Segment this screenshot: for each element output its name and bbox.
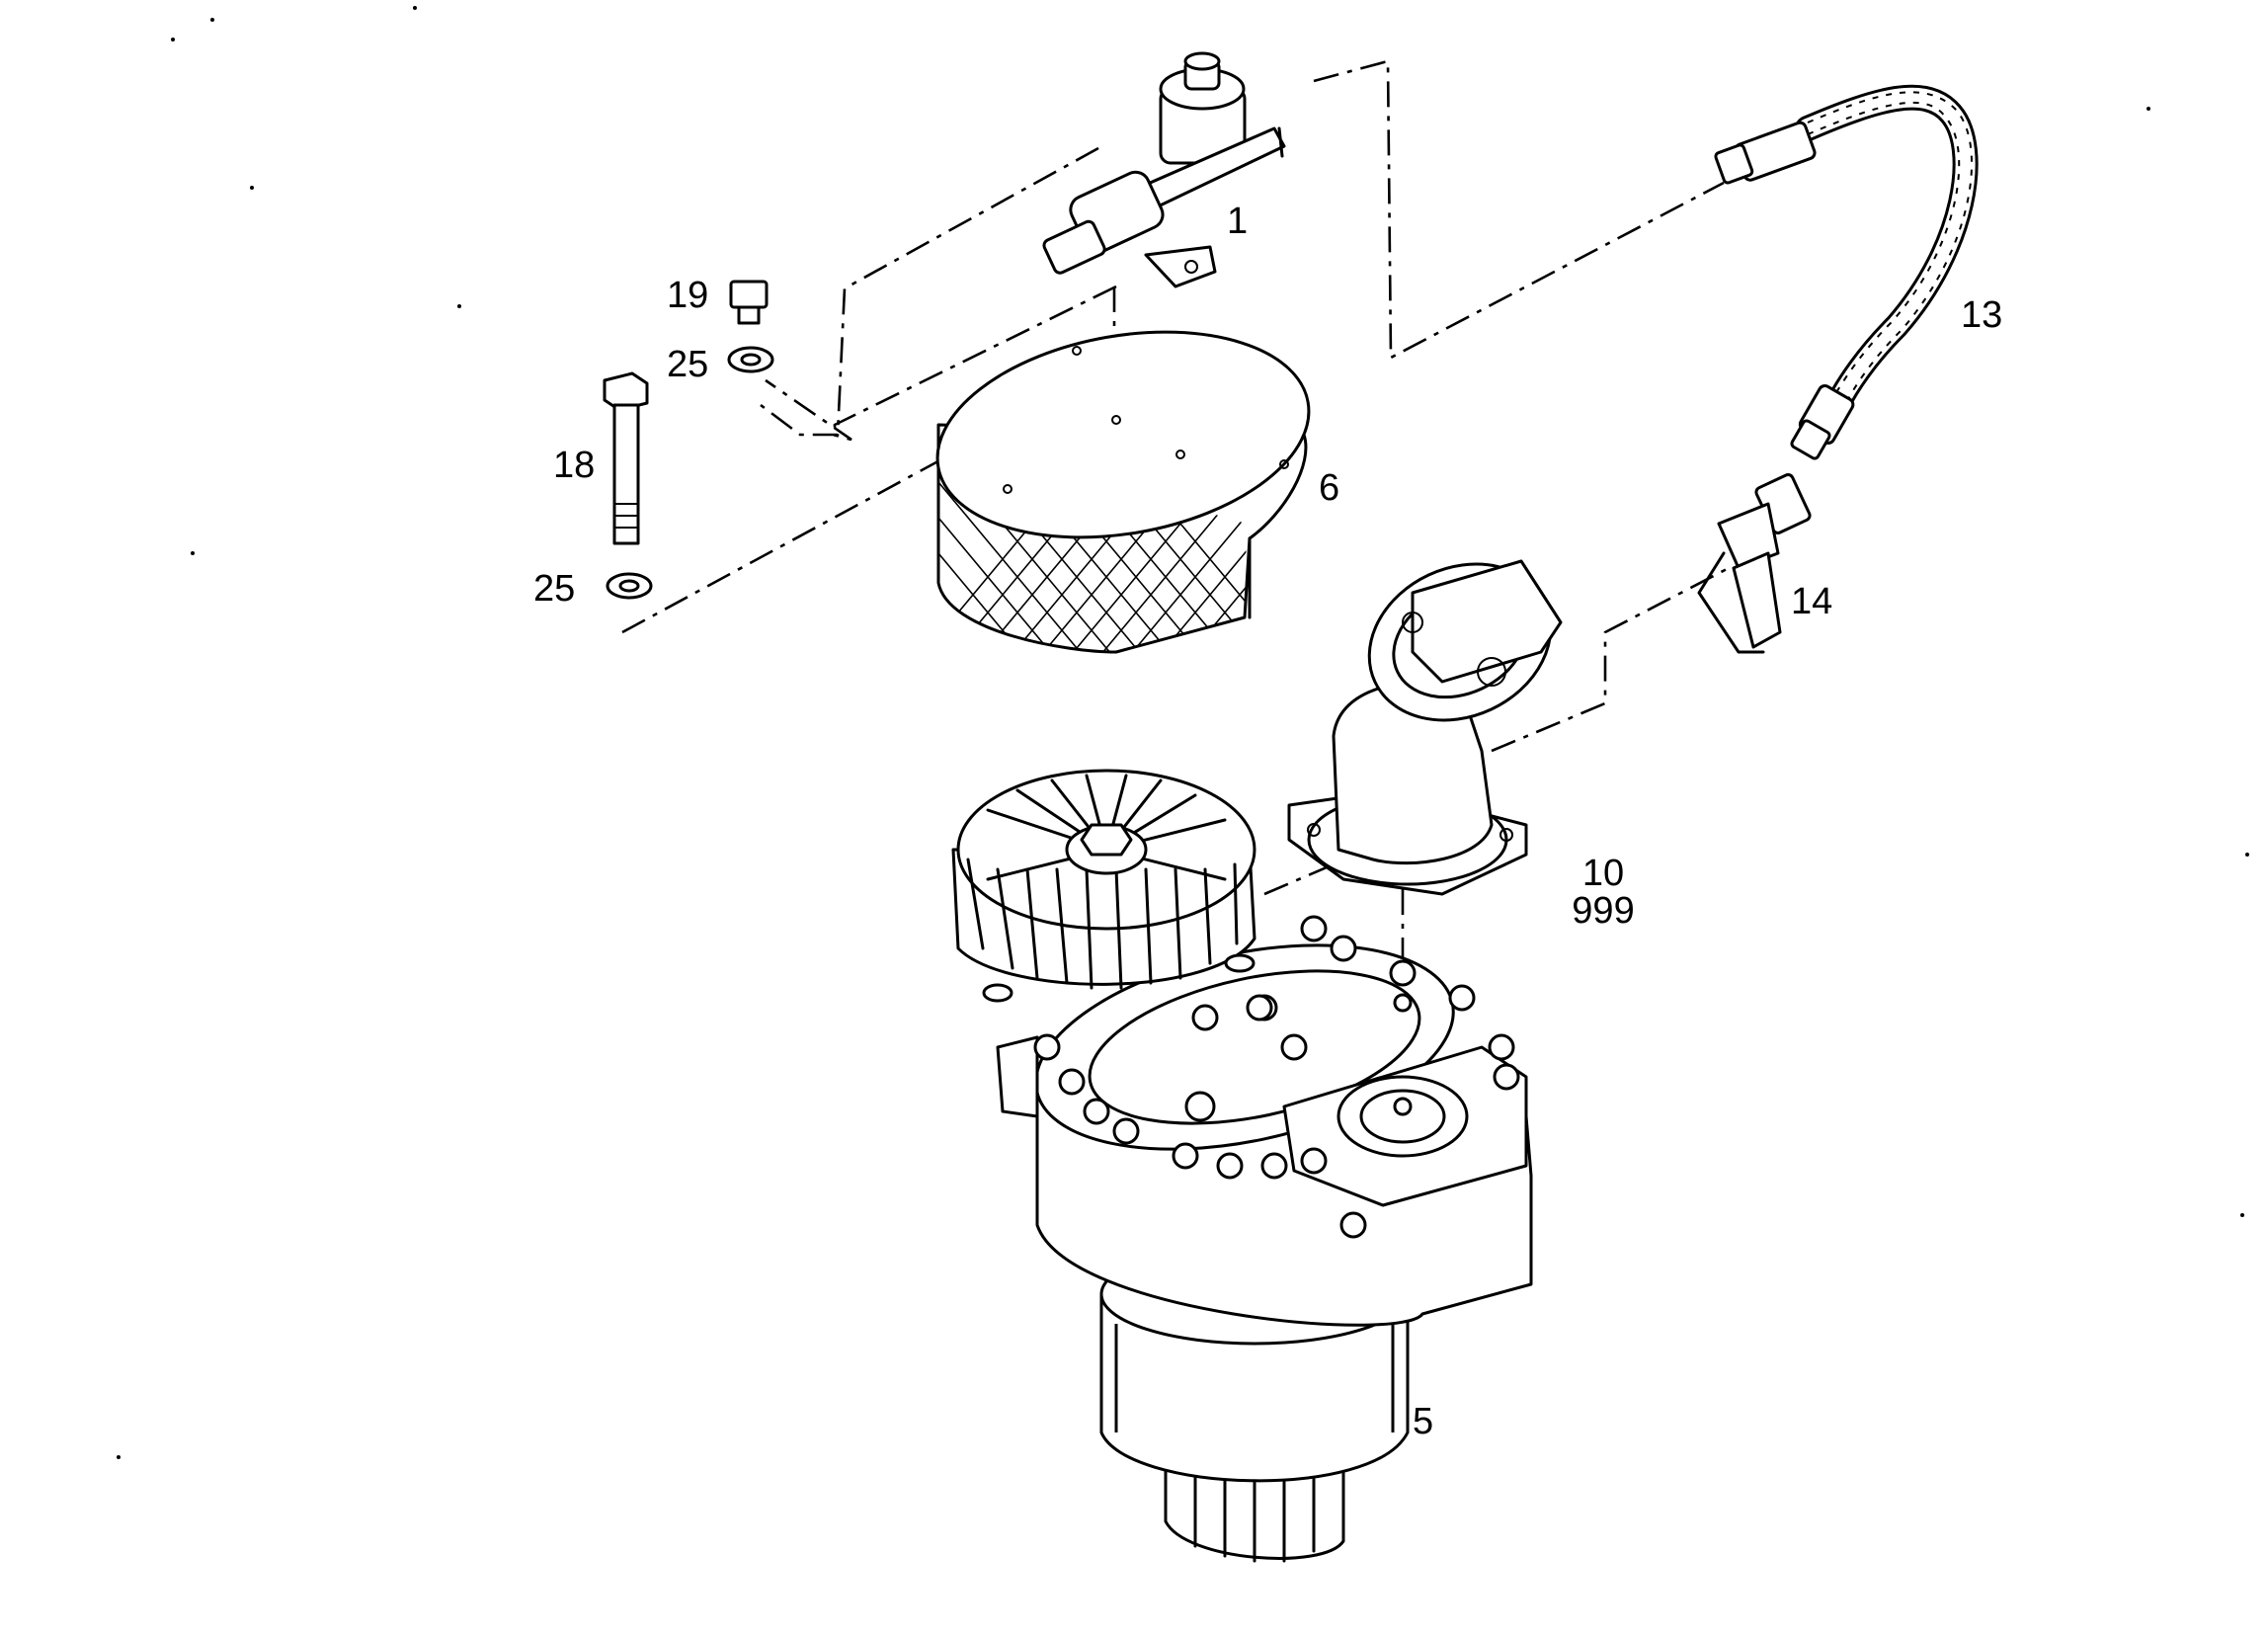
callout-14: 14 xyxy=(1791,581,1833,622)
bolt-part-18 xyxy=(603,371,649,545)
callout-19: 19 xyxy=(667,275,709,316)
leader-hose-to-elbow xyxy=(1491,566,1730,753)
leader-motor-to-gearbox xyxy=(1263,848,1369,896)
filter-basket-part-6 xyxy=(935,330,1311,654)
gearbox-part-5 xyxy=(951,769,1533,1563)
scan-specks xyxy=(117,6,2249,1459)
leader-valve-to-hose xyxy=(1313,59,1725,361)
hose-part-13 xyxy=(1714,84,1979,460)
callout-18: 18 xyxy=(553,445,596,486)
callout-13: 13 xyxy=(1961,294,2003,336)
washer-part-25-upper xyxy=(727,346,774,373)
bolt-part-19 xyxy=(729,280,769,325)
valve-part-1 xyxy=(1042,51,1286,288)
elbow-motor-part-10 xyxy=(1287,559,1563,896)
leader-valve-to-bolt19 xyxy=(765,285,1117,442)
callout-25-lower: 25 xyxy=(533,568,576,610)
fitting-part-14 xyxy=(1697,473,1812,654)
callout-6: 6 xyxy=(1319,467,1340,509)
callout-5: 5 xyxy=(1413,1401,1434,1442)
flange-bolts xyxy=(1033,915,1520,1239)
callout-1: 1 xyxy=(1227,201,1249,242)
washer-part-25-lower xyxy=(606,572,653,600)
callout-25-upper: 25 xyxy=(667,344,709,385)
callout-999: 999 xyxy=(1572,890,1635,932)
callout-10-999: 10 999 xyxy=(1559,855,1648,930)
callout-10: 10 xyxy=(1581,853,1625,894)
leader-valve-bracket xyxy=(760,146,1099,437)
